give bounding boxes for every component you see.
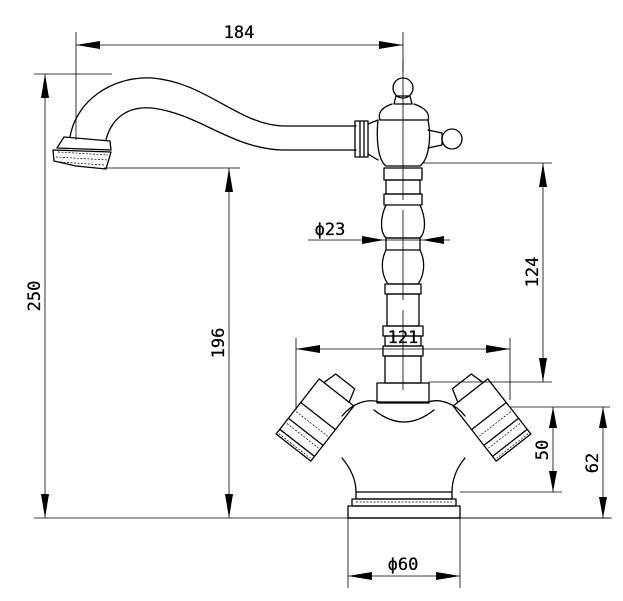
spout bbox=[69, 77, 357, 151]
dim-base-height: 62 bbox=[460, 406, 610, 519]
dim-label-spout-reach: 184 bbox=[224, 23, 255, 43]
spout-aerator bbox=[52, 136, 112, 170]
dim-label-handle-height: 50 bbox=[533, 440, 553, 460]
dim-label-base-diameter: ϕ60 bbox=[388, 555, 419, 575]
left-handle bbox=[275, 373, 356, 462]
mixing-body bbox=[341, 400, 466, 493]
faucet-outline bbox=[52, 60, 532, 519]
upper-body bbox=[376, 119, 431, 167]
dim-spout-height: 196 bbox=[104, 167, 240, 518]
column bbox=[376, 167, 430, 404]
dim-handle-height: 50 bbox=[460, 406, 562, 493]
dim-column-diameter: ϕ23 bbox=[308, 220, 450, 244]
dim-label-column-diameter: ϕ23 bbox=[315, 220, 346, 240]
dim-spout-reach: 184 bbox=[75, 23, 404, 140]
dim-base-diameter: ϕ60 bbox=[347, 518, 461, 588]
side-knob bbox=[427, 128, 463, 150]
dim-label-base-height: 62 bbox=[583, 453, 603, 473]
dim-label-handle-span: 121 bbox=[388, 328, 419, 348]
dim-body-height: 124 bbox=[422, 162, 552, 383]
right-handle bbox=[451, 373, 532, 462]
dim-label-spout-height: 196 bbox=[209, 328, 229, 359]
dim-total-height: 250 bbox=[25, 73, 112, 518]
dim-label-body-height: 124 bbox=[523, 257, 543, 288]
top-finial bbox=[378, 77, 430, 121]
dim-label-total-height: 250 bbox=[25, 281, 45, 312]
dim-handle-span: 121 bbox=[295, 328, 511, 410]
base bbox=[347, 491, 461, 519]
spout-collar bbox=[354, 119, 379, 161]
